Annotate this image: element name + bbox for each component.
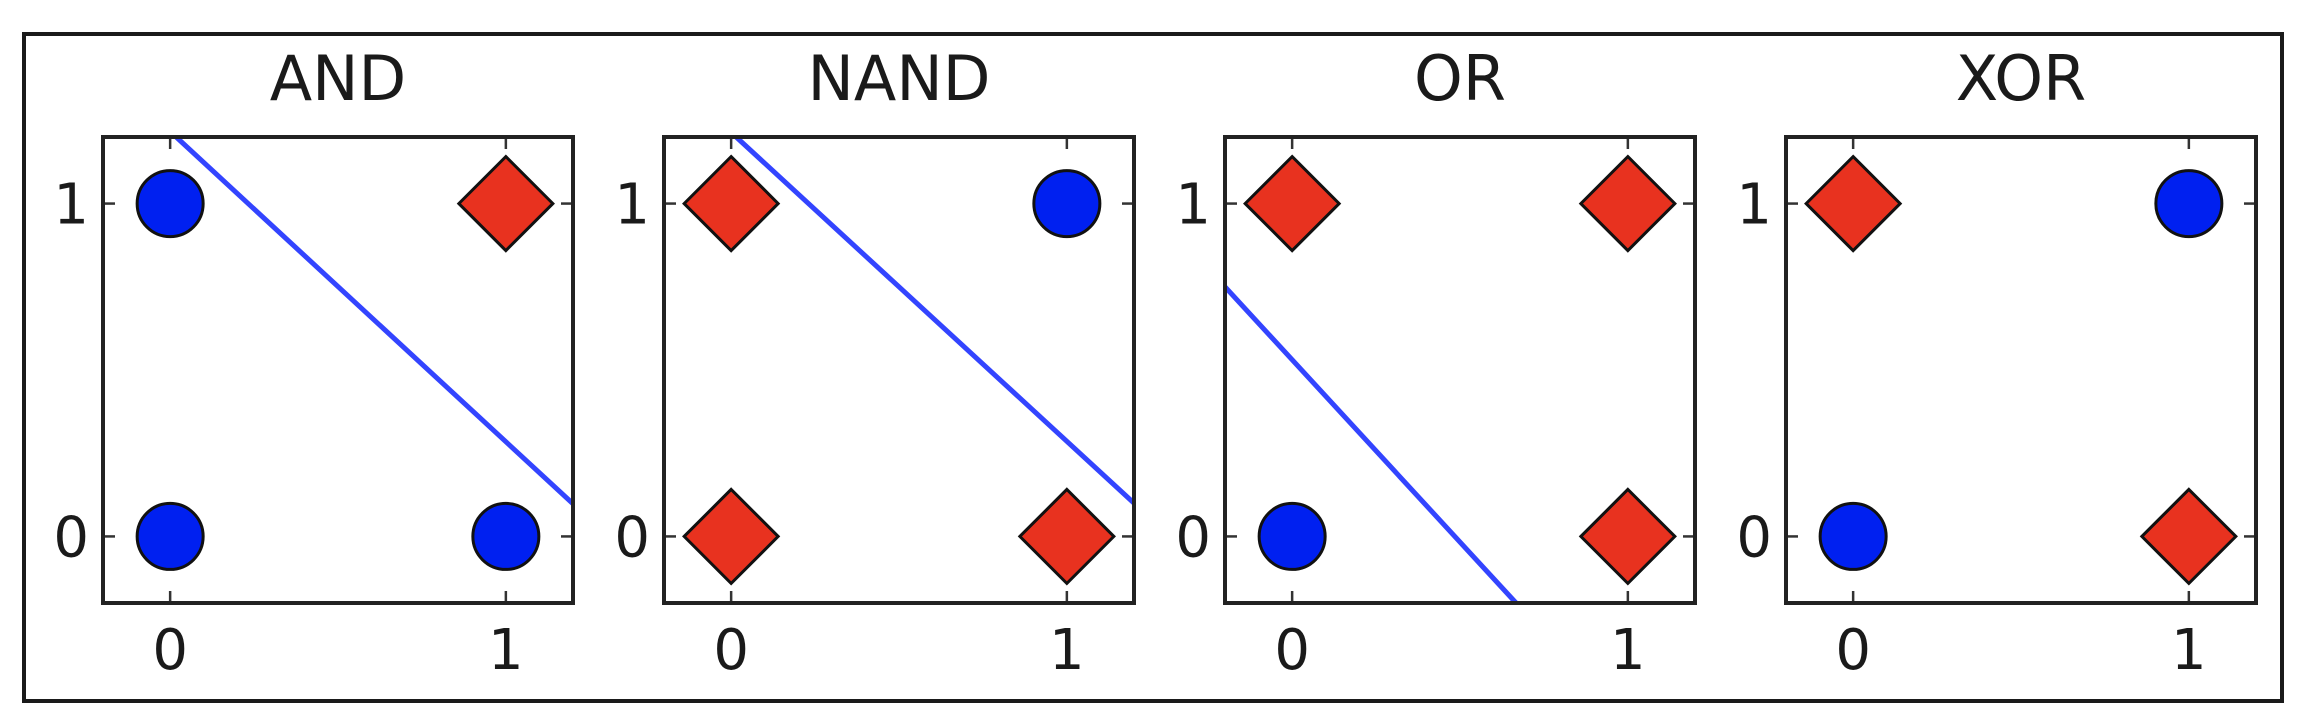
diamond-marker	[1578, 154, 1677, 253]
y-tick-label: 1	[1175, 173, 1211, 238]
circle-marker	[2154, 169, 2224, 239]
y-tick-label: 1	[1736, 173, 1772, 238]
diamond-marker	[1804, 154, 1903, 253]
y-tick-label: 0	[53, 505, 89, 570]
decision-boundary-line	[1225, 285, 1518, 603]
y-tick-label: 0	[614, 505, 650, 570]
figure-frame	[22, 32, 2284, 703]
y-tick-label: 1	[53, 173, 89, 238]
diamond-marker	[682, 154, 781, 253]
x-tick-label: 1	[2171, 618, 2207, 683]
x-tick-label: 1	[1049, 618, 1085, 683]
y-tick-label: 0	[1175, 505, 1211, 570]
diamond-marker	[2139, 487, 2238, 586]
x-tick-label: 0	[1274, 618, 1310, 683]
plot-area: 0 1 0 1	[53, 135, 575, 683]
diamond-marker	[456, 154, 555, 253]
circle-marker	[471, 501, 541, 571]
decision-boundary-line	[734, 137, 1134, 505]
circle-marker	[1818, 501, 1888, 571]
axes-frame	[101, 135, 575, 605]
panel-title: NAND	[807, 42, 991, 115]
diamond-marker	[1578, 487, 1677, 586]
y-tick-label: 1	[614, 173, 650, 238]
x-tick-label: 0	[713, 618, 749, 683]
axes-frame	[1223, 135, 1697, 605]
plot-area: 0 1 0 1	[1175, 135, 1697, 683]
plot-area: 0 1 0 1	[614, 135, 1136, 683]
circle-marker	[1257, 501, 1327, 571]
x-tick-label: 0	[152, 618, 188, 683]
axes-frame	[1784, 135, 2258, 605]
x-tick-label: 0	[1835, 618, 1871, 683]
circle-marker	[1032, 169, 1102, 239]
x-tick-label: 1	[1610, 618, 1646, 683]
diamond-marker	[1017, 487, 1116, 586]
y-tick-label: 0	[1736, 505, 1772, 570]
panel-title: OR	[1414, 42, 1506, 115]
decision-boundary-line	[174, 137, 573, 506]
circle-marker	[135, 169, 205, 239]
diamond-marker	[682, 487, 781, 586]
circle-marker	[135, 501, 205, 571]
axes-frame	[662, 135, 1136, 605]
panel-title: XOR	[1955, 42, 2087, 115]
x-tick-label: 1	[488, 618, 524, 683]
plot-area: 0 1 0 1	[1736, 135, 2258, 683]
panel-title: AND	[269, 42, 407, 115]
diamond-marker	[1243, 154, 1342, 253]
